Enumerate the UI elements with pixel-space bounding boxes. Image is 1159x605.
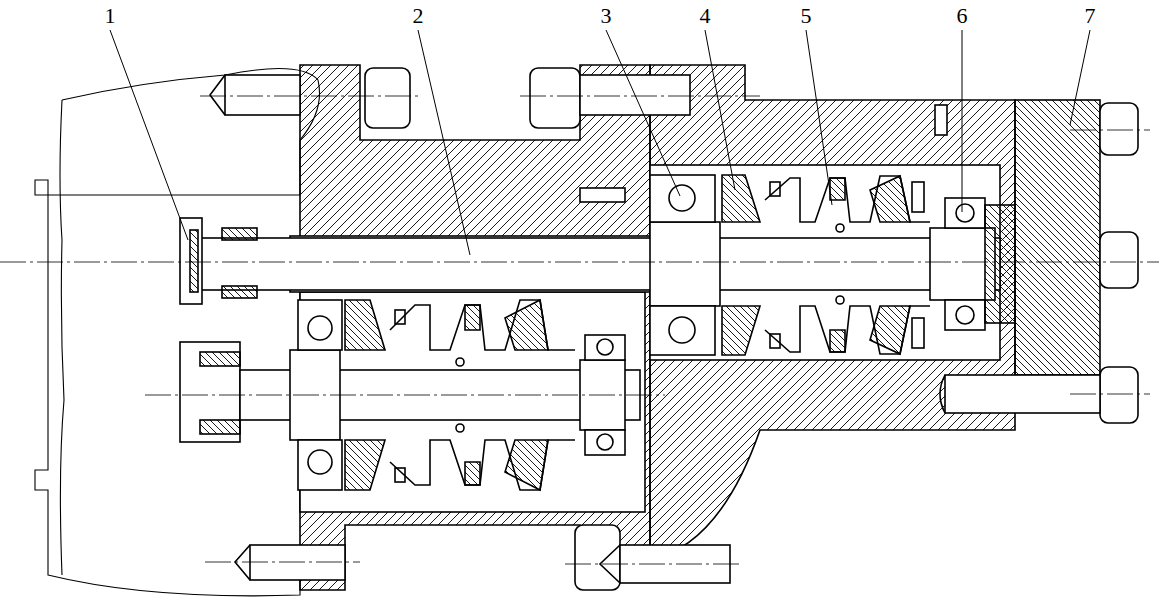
callout-number: 5 (799, 4, 814, 28)
callout-number: 7 (1083, 4, 1098, 28)
callout-number: 1 (103, 4, 118, 28)
callout-number: 3 (599, 4, 614, 28)
callout-number: 2 (411, 4, 426, 28)
callout-number: 6 (955, 4, 970, 28)
callout-number: 4 (698, 4, 713, 28)
